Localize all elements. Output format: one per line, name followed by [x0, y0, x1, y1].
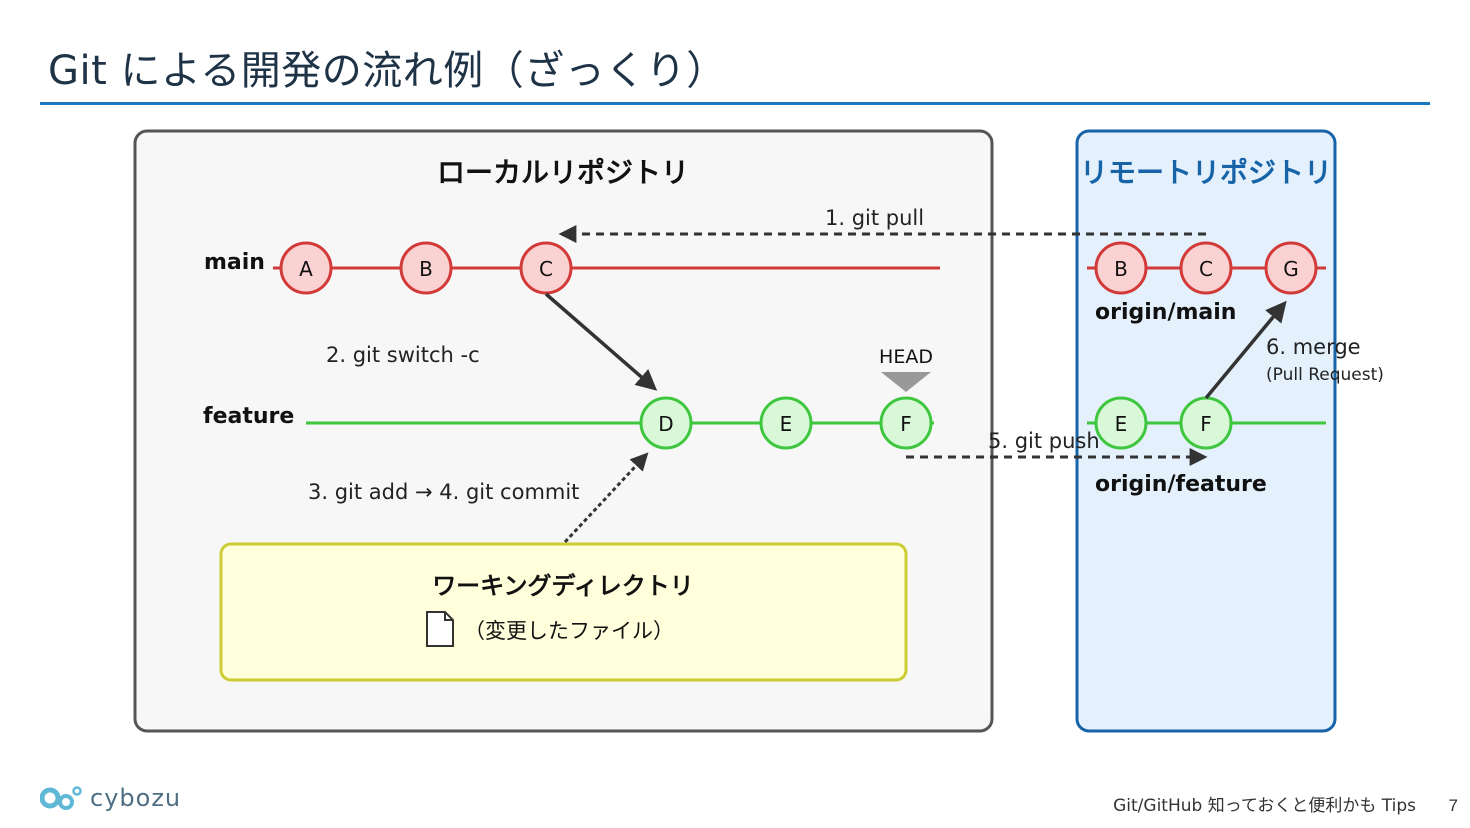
step-pull-label: 1. git pull — [825, 206, 924, 230]
page-title: Git による開発の流れ例（ざっくり） — [48, 48, 727, 94]
footer-text: Git/GitHub 知っておくと便利かも Tips — [1113, 796, 1416, 816]
origin-main-label: origin/main — [1095, 300, 1236, 325]
commit-node-b: B — [399, 241, 453, 295]
head-label: HEAD — [879, 346, 933, 368]
switch-arrow — [544, 292, 658, 391]
local-main-label: main — [204, 250, 265, 275]
cybozu-logo-icon — [40, 786, 82, 810]
commit-label: G — [1283, 257, 1299, 281]
step-merge-label: 6. merge — [1266, 335, 1361, 359]
commit-label: B — [1114, 257, 1128, 281]
commit-node-d: D — [639, 396, 693, 450]
commit-arrow — [563, 452, 649, 544]
cybozu-logo-text: cybozu — [90, 784, 182, 812]
file-icon — [426, 611, 454, 647]
commit-node-c: C — [519, 241, 573, 295]
commit-label: E — [780, 412, 793, 436]
commit-label: C — [539, 257, 553, 281]
step-merge-sublabel: (Pull Request) — [1266, 365, 1384, 385]
remote-commit-node-b: B — [1094, 241, 1148, 295]
remote-commit-node-c: C — [1179, 241, 1233, 295]
remote-repo-label: リモートリポジトリ — [1080, 156, 1332, 189]
commit-label: D — [658, 412, 673, 436]
commit-label: C — [1199, 257, 1213, 281]
commit-node-e: E — [759, 396, 813, 450]
working-dir-label: ワーキングディレクトリ — [432, 572, 694, 600]
origin-feature-label: origin/feature — [1095, 472, 1267, 497]
remote-commit-node-f: F — [1179, 396, 1233, 450]
commit-label: F — [1200, 412, 1212, 436]
page-number: 7 — [1448, 796, 1458, 815]
commit-label: E — [1115, 412, 1128, 436]
step-switch-label: 2. git switch -c — [326, 343, 480, 367]
step-add-commit-label: 3. git add → 4. git commit — [308, 480, 579, 504]
title-rule — [40, 102, 1430, 105]
commit-label: A — [299, 257, 313, 281]
merge-arrow — [1204, 300, 1287, 400]
commit-node-f: F — [879, 396, 933, 450]
remote-commit-node-g: G — [1264, 241, 1318, 295]
cybozu-logo: cybozu — [40, 784, 181, 812]
local-repo-label: ローカルリポジトリ — [437, 156, 689, 189]
file-label: （変更したファイル） — [464, 619, 674, 643]
commit-label: B — [419, 257, 433, 281]
commit-label: F — [900, 412, 912, 436]
remote-commit-node-e: E — [1094, 396, 1148, 450]
step-push-label: 5. git push — [988, 429, 1100, 453]
working-dir-box — [219, 542, 908, 682]
local-feature-label: feature — [203, 404, 294, 429]
head-triangle-icon — [881, 372, 931, 392]
commit-node-a: A — [279, 241, 333, 295]
